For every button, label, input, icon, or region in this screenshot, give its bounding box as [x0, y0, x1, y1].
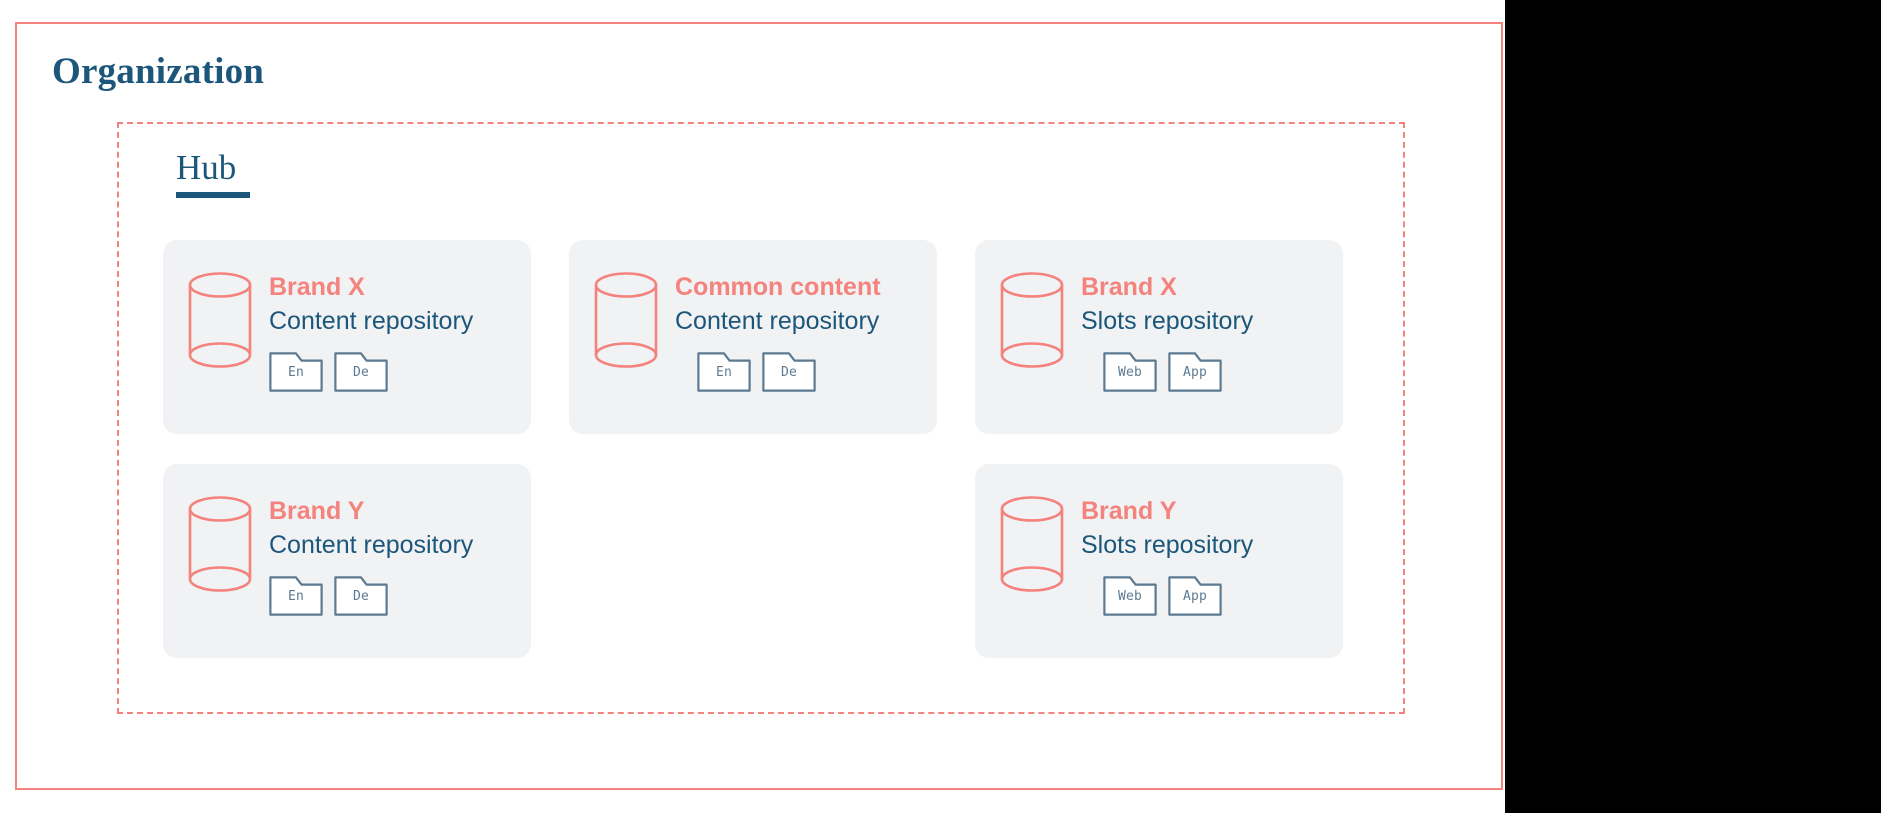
folder-badge[interactable]: En — [269, 351, 323, 392]
folder-badge[interactable]: De — [762, 351, 816, 392]
repository-card-title: Brand Y — [269, 497, 365, 525]
repository-card-body: Brand Y Content repository En De — [269, 488, 509, 616]
repository-card-subtitle: Slots repository — [1081, 531, 1254, 559]
hub-title-underline — [176, 191, 250, 198]
hub-title: Hub — [176, 148, 237, 187]
repository-card-body: Brand X Content repository En De — [269, 264, 509, 392]
repository-card-subtitle: Content repository — [269, 531, 474, 559]
folder-badge[interactable]: App — [1168, 575, 1222, 616]
repository-card-subtitle: Content repository — [269, 307, 474, 335]
repository-badge-row: En De — [269, 351, 509, 392]
repository-card-title: Brand Y — [1081, 497, 1177, 525]
database-cylinder-icon — [999, 496, 1065, 592]
organization-title: Organization — [52, 51, 265, 92]
repository-card-subtitle: Slots repository — [1081, 307, 1254, 335]
repository-card[interactable]: Brand Y Content repository En De — [163, 464, 531, 658]
repository-badge-row: En De — [697, 351, 915, 392]
repository-badge-row: Web App — [1103, 575, 1321, 616]
repository-card[interactable]: Brand X Content repository En De — [163, 240, 531, 434]
repository-card[interactable]: Brand X Slots repository Web App — [975, 240, 1343, 434]
database-cylinder-icon — [187, 272, 253, 368]
folder-badge[interactable]: En — [697, 351, 751, 392]
repository-card-body: Brand Y Slots repository Web App — [1081, 488, 1321, 616]
repository-badge-row: En De — [269, 575, 509, 616]
folder-badge[interactable]: App — [1168, 351, 1222, 392]
repository-card-title: Brand X — [269, 273, 365, 301]
organization-boundary: Organization Hub Brand X Content reposito… — [15, 22, 1503, 790]
right-black-panel — [1505, 0, 1881, 813]
folder-badge[interactable]: En — [269, 575, 323, 616]
repository-card-title: Brand X — [1081, 273, 1177, 301]
hub-heading-group: Hub — [176, 148, 250, 198]
repository-badge-row: Web App — [1103, 351, 1321, 392]
database-cylinder-icon — [999, 272, 1065, 368]
database-cylinder-icon — [187, 496, 253, 592]
repository-card-subtitle: Content repository — [675, 307, 880, 335]
repository-card-title: Common content — [675, 273, 881, 301]
repository-card-body: Brand X Slots repository Web App — [1081, 264, 1321, 392]
folder-badge[interactable]: De — [334, 575, 388, 616]
empty-grid-slot — [569, 464, 937, 658]
repository-card[interactable]: Brand Y Slots repository Web App — [975, 464, 1343, 658]
folder-badge[interactable]: Web — [1103, 351, 1157, 392]
hub-boundary: Hub Brand X Content repository En De Comm… — [117, 122, 1405, 714]
database-cylinder-icon — [593, 272, 659, 368]
folder-badge[interactable]: De — [334, 351, 388, 392]
repository-cards-grid: Brand X Content repository En De Common c… — [163, 240, 1343, 658]
folder-badge[interactable]: Web — [1103, 575, 1157, 616]
